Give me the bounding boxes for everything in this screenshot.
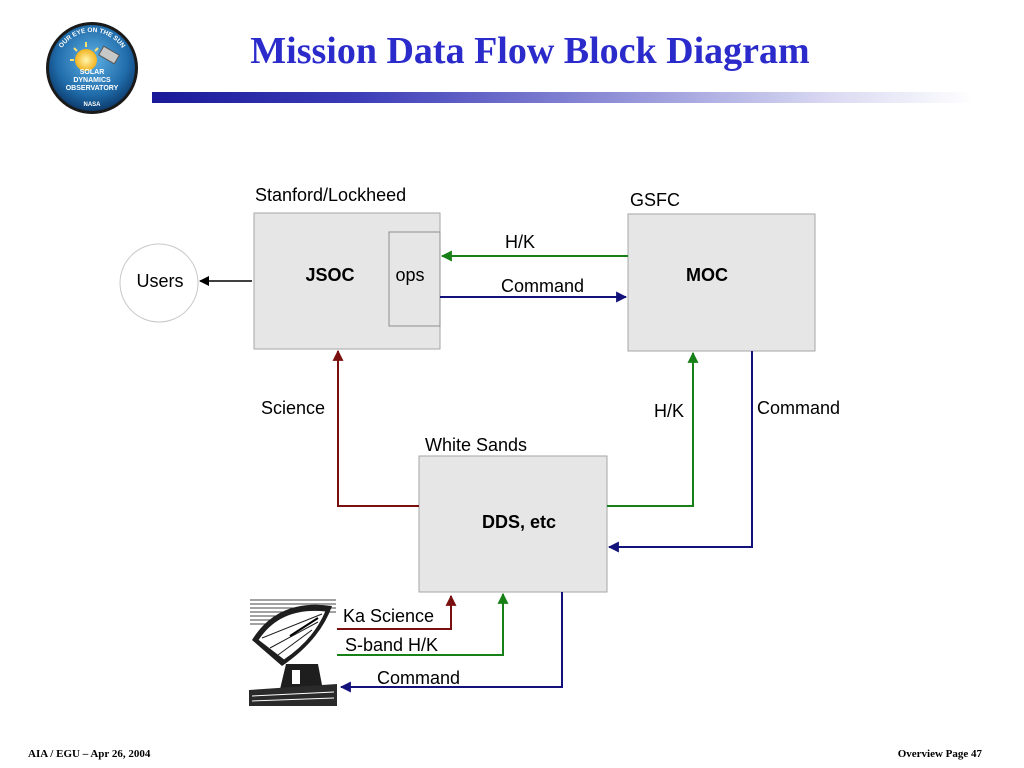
dds-to-jsoc-science-arrow [332, 349, 419, 507]
ops-label: ops [395, 265, 424, 285]
logo-line2: DYNAMICS [73, 77, 111, 84]
logo-line3: OBSERVATORY [66, 85, 119, 92]
sdo-logo: OUR EYE ON THE SUN SOLAR DYNAMICS OBSERV… [46, 22, 138, 114]
logo-line1: SOLAR [80, 69, 105, 76]
dds-to-jsoc-science-label: Science [261, 398, 325, 418]
ops-to-moc-command-label: Command [501, 276, 584, 296]
jsoc-group-label: Stanford/Lockheed [255, 185, 406, 205]
dds-box [418, 455, 608, 593]
users-node [119, 243, 199, 323]
dds-to-moc-hk-arrow [607, 351, 699, 507]
sband-hk-arrow [337, 592, 509, 656]
footer-left: AIA / EGU – Apr 26, 2004 [28, 748, 151, 760]
moc-box [627, 213, 816, 352]
logo-bottom-text: NASA [83, 102, 101, 108]
ka-science-arrow [337, 594, 457, 630]
moc-to-dds-command-label: Command [757, 398, 840, 418]
users-label: Users [136, 271, 183, 291]
moc-group-label: GSFC [630, 190, 680, 210]
moc-to-ops-hk-label: H/K [505, 232, 535, 252]
moc-to-dds-command-arrow [607, 351, 753, 553]
sband-hk-label: S-band H/K [345, 635, 438, 655]
dds-group-label: White Sands [425, 435, 527, 455]
dds-to-antenna-command-arrow [339, 592, 563, 693]
footer-page-number: Overview Page 47 [897, 748, 982, 760]
dds-to-moc-hk-label: H/K [654, 401, 684, 421]
ka-science-label: Ka Science [343, 606, 434, 626]
page-title: Mission Data Flow Block Diagram [250, 30, 810, 72]
ops-box [388, 231, 441, 327]
jsoc-label: JSOC [305, 265, 354, 285]
dds-to-antenna-command-label: Command [377, 668, 460, 688]
title-underline [152, 92, 974, 103]
ground-antenna-image [249, 596, 337, 706]
dds-label: DDS, etc [482, 512, 556, 532]
moc-label: MOC [686, 265, 728, 285]
